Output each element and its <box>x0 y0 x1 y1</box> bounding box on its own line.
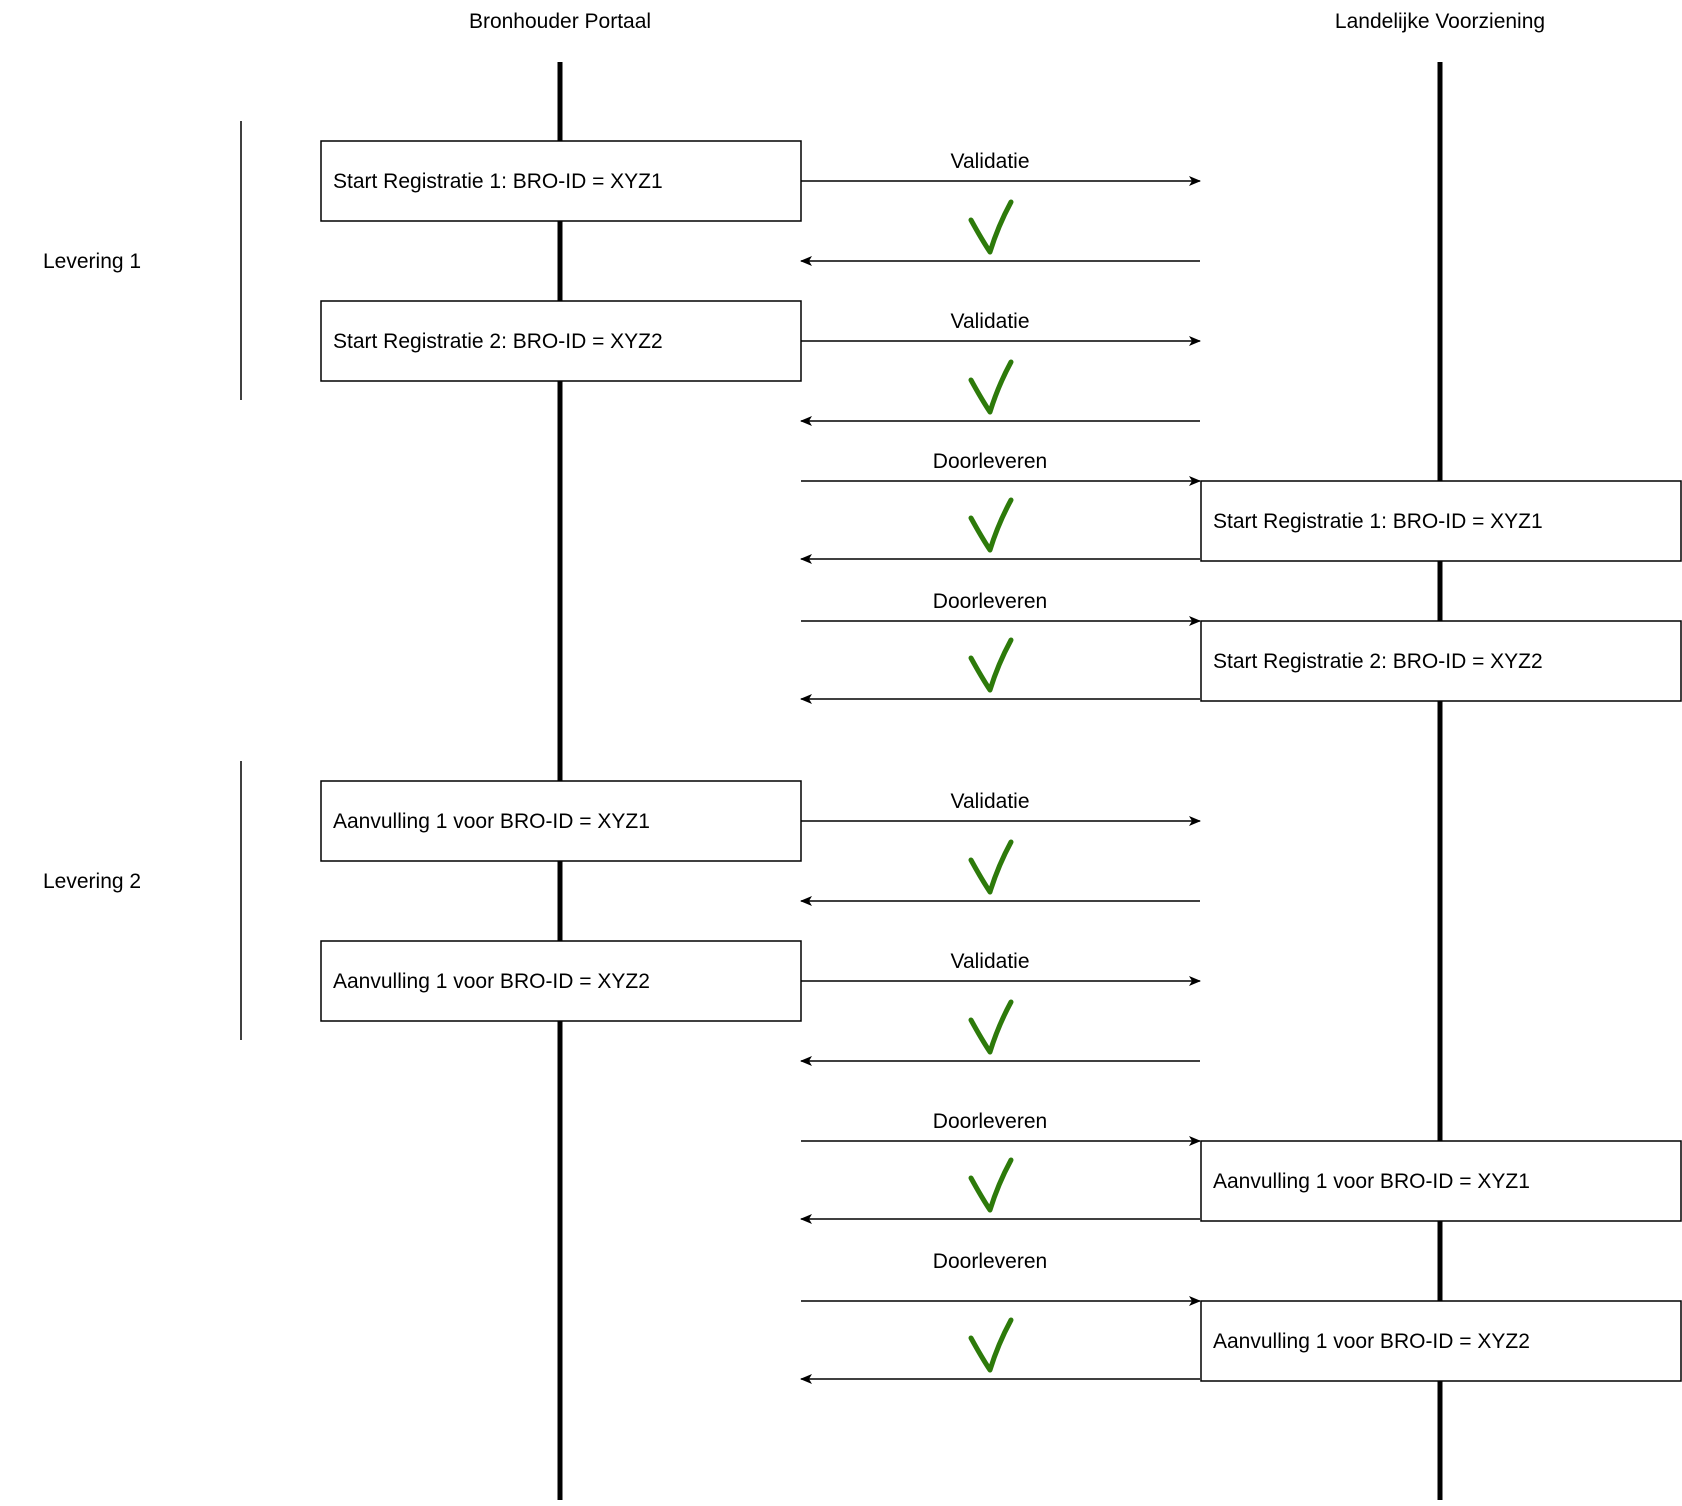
message-5: Validatie <box>800 790 1201 906</box>
right-box-1-label: Start Registratie 1: BRO-ID = XYZ1 <box>1213 510 1543 533</box>
message-3: Doorleveren <box>800 450 1201 564</box>
message-1: Validatie <box>800 150 1201 266</box>
check-icon <box>968 637 1014 693</box>
left-box-4-label: Aanvulling 1 voor BRO-ID = XYZ2 <box>333 970 650 993</box>
check-icon <box>968 497 1014 553</box>
message-7: Doorleveren <box>800 1110 1201 1224</box>
message-7-label: Doorleveren <box>933 1110 1047 1133</box>
check-icon <box>968 359 1014 415</box>
left-box-2: Start Registratie 2: BRO-ID = XYZ2 <box>320 300 802 382</box>
left-box-4: Aanvulling 1 voor BRO-ID = XYZ2 <box>320 940 802 1022</box>
right-box-4-label: Aanvulling 1 voor BRO-ID = XYZ2 <box>1213 1330 1530 1353</box>
participant-left-label: Bronhouder Portaal <box>469 10 651 33</box>
right-box-2: Start Registratie 2: BRO-ID = XYZ2 <box>1200 620 1682 702</box>
group-label-levering-2: Levering 2 <box>43 870 141 893</box>
right-box-4: Aanvulling 1 voor BRO-ID = XYZ2 <box>1200 1300 1682 1382</box>
message-8-label: Doorleveren <box>933 1250 1047 1273</box>
message-2-label: Validatie <box>951 310 1030 333</box>
right-box-2-label: Start Registratie 2: BRO-ID = XYZ2 <box>1213 650 1543 673</box>
left-box-2-label: Start Registratie 2: BRO-ID = XYZ2 <box>333 330 663 353</box>
message-8: Doorleveren <box>800 1250 1201 1384</box>
message-1-label: Validatie <box>951 150 1030 173</box>
group-label-levering-1: Levering 1 <box>43 250 141 273</box>
message-5-label: Validatie <box>951 790 1030 813</box>
left-box-1: Start Registratie 1: BRO-ID = XYZ1 <box>320 140 802 222</box>
left-box-1-label: Start Registratie 1: BRO-ID = XYZ1 <box>333 170 663 193</box>
left-box-3-label: Aanvulling 1 voor BRO-ID = XYZ1 <box>333 810 650 833</box>
message-3-label: Doorleveren <box>933 450 1047 473</box>
check-icon <box>968 839 1014 895</box>
message-6-label: Validatie <box>951 950 1030 973</box>
message-4: Doorleveren <box>800 590 1201 704</box>
check-icon <box>968 1157 1014 1213</box>
left-box-3: Aanvulling 1 voor BRO-ID = XYZ1 <box>320 780 802 862</box>
message-6: Validatie <box>800 950 1201 1066</box>
message-4-label: Doorleveren <box>933 590 1047 613</box>
message-2: Validatie <box>800 310 1201 426</box>
right-box-3-label: Aanvulling 1 voor BRO-ID = XYZ1 <box>1213 1170 1530 1193</box>
check-icon <box>968 999 1014 1055</box>
check-icon <box>968 1317 1014 1373</box>
right-box-1: Start Registratie 1: BRO-ID = XYZ1 <box>1200 480 1682 562</box>
participant-right-label: Landelijke Voorziening <box>1335 10 1545 33</box>
right-box-3: Aanvulling 1 voor BRO-ID = XYZ1 <box>1200 1140 1682 1222</box>
check-icon <box>968 199 1014 255</box>
